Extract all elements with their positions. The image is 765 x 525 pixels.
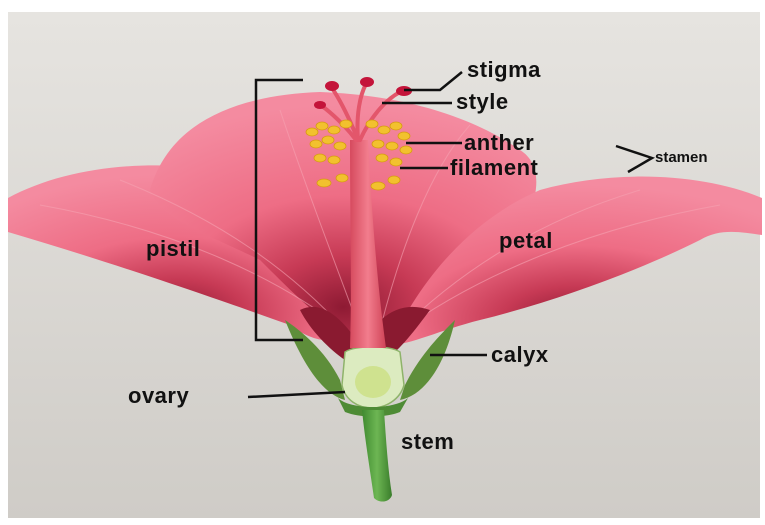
label-calyx: calyx: [491, 344, 549, 366]
label-petal: petal: [499, 230, 553, 252]
label-filament: filament: [450, 157, 538, 179]
label-stamen: stamen: [655, 150, 765, 165]
ovary-core: [355, 366, 391, 398]
label-pistil: pistil: [146, 238, 200, 260]
label-anther: anther: [464, 132, 534, 154]
label-style: style: [456, 91, 509, 113]
label-stigma: stigma: [467, 59, 541, 81]
label-ovary: ovary: [128, 385, 189, 407]
label-stem: stem: [401, 431, 454, 453]
